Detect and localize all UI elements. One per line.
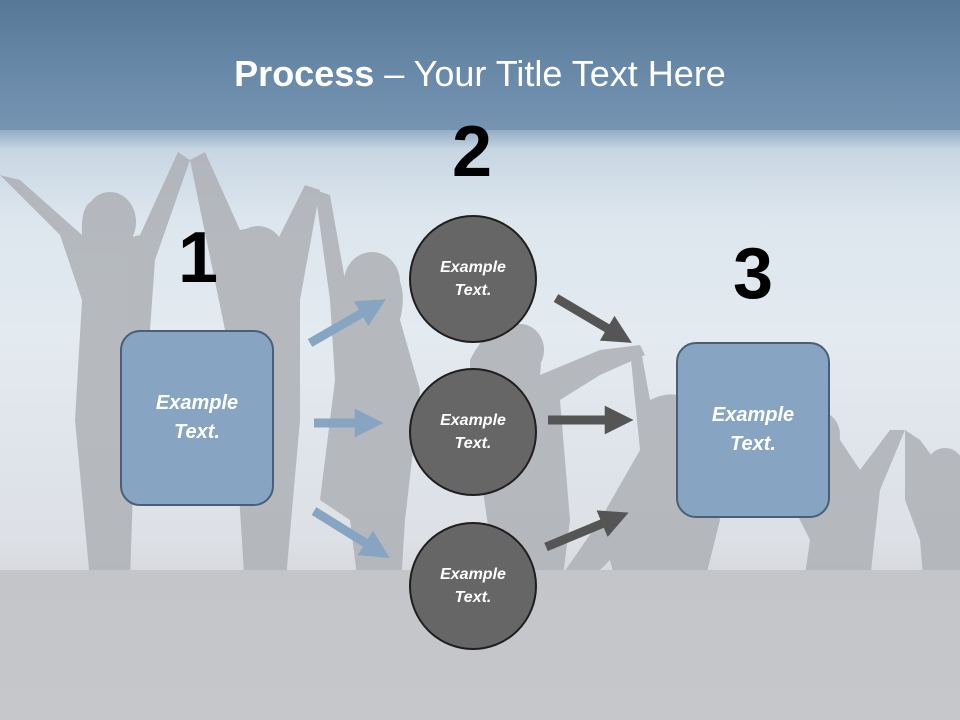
- step-1-box: Example Text.: [120, 330, 274, 506]
- title-rest: – Your Title Text Here: [374, 53, 726, 94]
- slide-title: Process – Your Title Text Here: [0, 52, 960, 96]
- circle-top-text: Example Text.: [440, 259, 506, 299]
- step-3-box: Example Text.: [676, 342, 830, 518]
- circle-bottom-text: Example Text.: [440, 566, 506, 606]
- step-3-text: Example Text.: [711, 404, 795, 455]
- step-number-2: 2: [451, 112, 493, 192]
- circle-middle-text: Example Text.: [440, 412, 506, 452]
- step-number-1: 1: [177, 218, 219, 298]
- step-1-text: Example Text.: [155, 392, 239, 443]
- step-2-circle-bottom: Example Text.: [409, 522, 537, 650]
- arrow-2-bottom-to-3: [544, 510, 629, 552]
- arrow-2-top-to-3: [553, 294, 632, 343]
- arrow-1-to-2-bottom: [311, 507, 390, 559]
- step-2-circle-top: Example Text.: [409, 215, 537, 343]
- step-number-3: 3: [732, 234, 774, 314]
- title-bold: Process: [234, 53, 375, 94]
- arrow-1-to-2-top: [307, 299, 386, 347]
- step-2-circle-middle: Example Text.: [409, 368, 537, 496]
- title-band: [0, 0, 960, 130]
